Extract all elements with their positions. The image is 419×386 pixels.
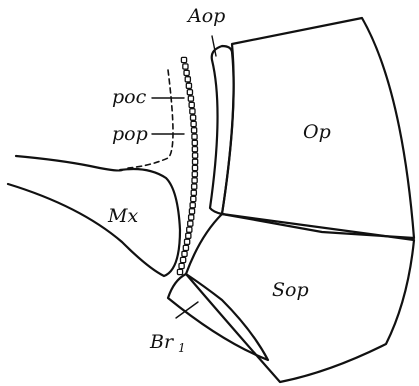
canal-bead: [192, 140, 197, 145]
maxilla-outline: [8, 169, 180, 276]
label-poc: poc: [112, 86, 147, 108]
canal-bead: [192, 165, 197, 170]
canal-bead: [192, 172, 197, 177]
canal-bead: [183, 245, 188, 250]
canal-bead: [188, 96, 193, 101]
canal-bead: [181, 57, 186, 62]
label-br-subscript: 1: [178, 341, 186, 355]
label-pop: pop: [112, 123, 148, 145]
canal-bead: [181, 257, 186, 262]
preopercular-contour: [128, 70, 173, 168]
canal-bead: [184, 70, 189, 75]
canal-bead: [192, 178, 197, 183]
anterior-opercular-outline: [210, 46, 234, 214]
label-op: Op: [303, 121, 331, 143]
canal-bead: [187, 90, 192, 95]
canal-bead: [191, 115, 196, 120]
canal-bead: [185, 77, 190, 82]
canal-bead: [191, 196, 196, 201]
canal-bead: [185, 239, 190, 244]
canal-bead: [189, 209, 194, 214]
canal-bead: [186, 83, 191, 88]
label-br: Br: [149, 331, 175, 353]
label-sop: Sop: [272, 279, 309, 301]
canal-bead: [189, 215, 194, 220]
canal-bead: [190, 203, 195, 208]
canal-bead: [193, 153, 198, 158]
canal-bead: [192, 134, 197, 139]
leader-br: [176, 302, 198, 318]
maxilla-upper-outline: [16, 156, 122, 171]
canal-bead: [190, 109, 195, 114]
canal-bead: [186, 233, 191, 238]
label-aop: Aop: [186, 5, 225, 27]
label-mx: Mx: [107, 205, 138, 227]
canal-bead: [179, 263, 184, 268]
canal-bead: [191, 121, 196, 126]
canal-bead: [191, 190, 196, 195]
canal-bead: [193, 159, 198, 164]
canal-bead: [189, 102, 194, 107]
canal-bead: [183, 64, 188, 69]
canal-bead: [188, 221, 193, 226]
canal-bead: [187, 227, 192, 232]
canal-bead: [177, 269, 182, 274]
canal-bead: [182, 251, 187, 256]
canal-bead: [192, 184, 197, 189]
canal-bead: [192, 147, 197, 152]
canal-bead: [192, 128, 197, 133]
